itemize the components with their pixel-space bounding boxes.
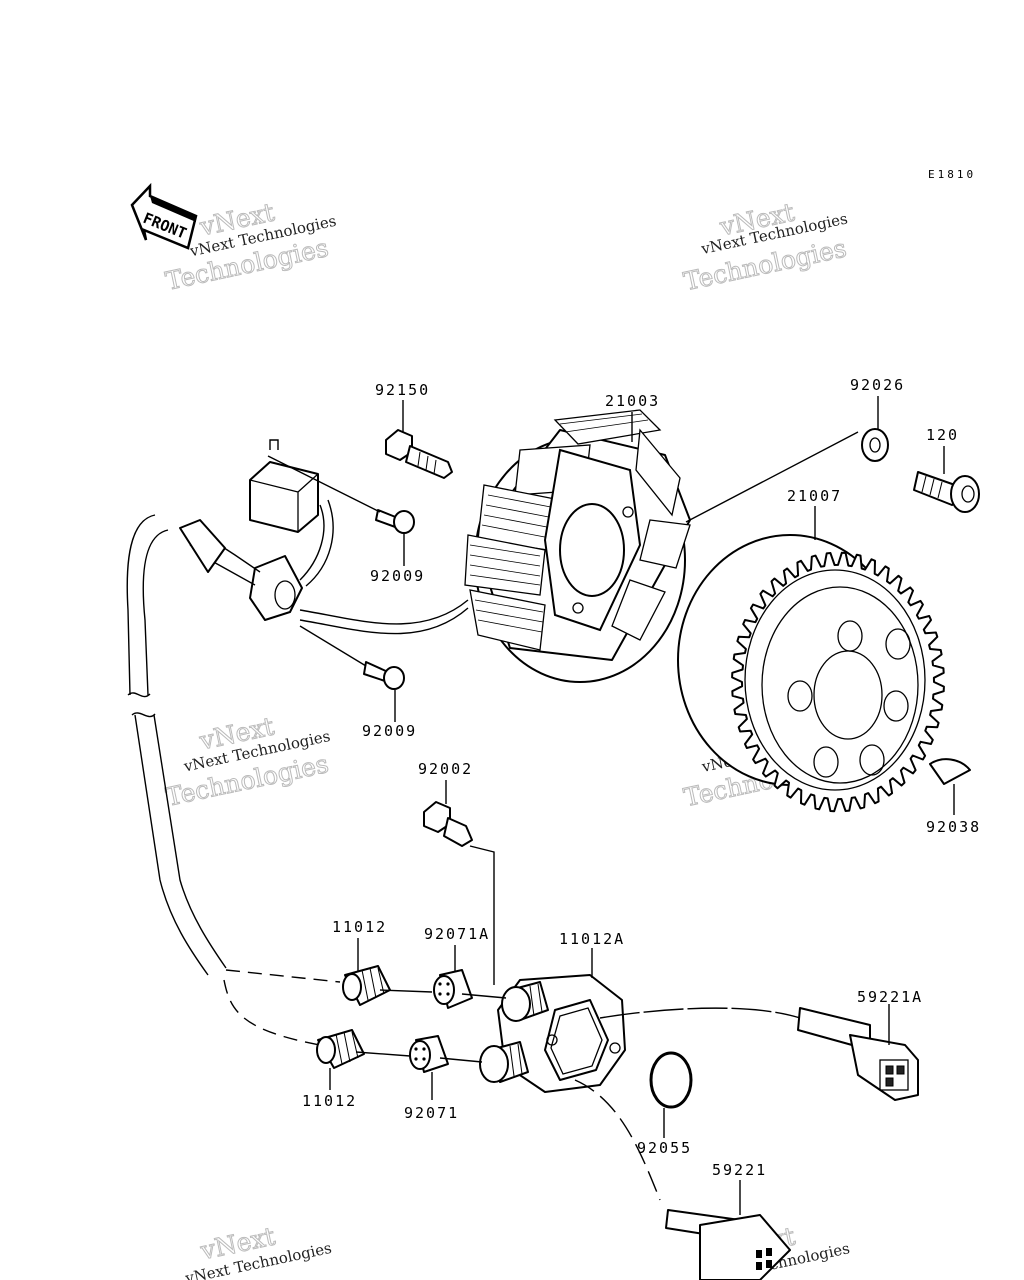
- part-labels: 92150 21003 92026 120 21007 92009 92009 …: [302, 376, 981, 1179]
- part-label-59221: 59221: [712, 1161, 767, 1179]
- rotor-21007[interactable]: [677, 534, 945, 813]
- bolt-92150[interactable]: [385, 429, 453, 479]
- part-label-21007: 21007: [787, 487, 842, 505]
- part-label-120: 120: [926, 426, 959, 444]
- part-label-11012-lower: 11012: [302, 1092, 357, 1110]
- part-label-92038: 92038: [926, 818, 981, 836]
- part-label-59221A: 59221A: [857, 988, 923, 1006]
- boot-11012-upper[interactable]: [342, 965, 391, 1006]
- screw-92009-lower[interactable]: [363, 661, 405, 690]
- part-label-11012-upper: 11012: [332, 918, 387, 936]
- bolt-92002[interactable]: [423, 801, 473, 847]
- connector-housing-11012A[interactable]: [479, 974, 626, 1093]
- part-label-92150: 92150: [375, 381, 430, 399]
- part-label-92055: 92055: [637, 1139, 692, 1157]
- diagram-code: E1810: [928, 168, 976, 181]
- part-label-92026: 92026: [850, 376, 905, 394]
- part-label-92071A: 92071A: [424, 925, 490, 943]
- o-ring-92055[interactable]: [649, 1051, 693, 1109]
- boot-11012-lower[interactable]: [316, 1029, 365, 1069]
- stator-wiring: [126, 439, 469, 1046]
- front-arrow-icon: FRONT: [130, 182, 198, 250]
- part-label-21003: 21003: [605, 392, 660, 410]
- coupler-59221A[interactable]: [797, 1007, 919, 1101]
- key-92038[interactable]: [929, 758, 971, 785]
- part-label-92009-upper: 92009: [370, 567, 425, 585]
- washer-92026[interactable]: [861, 428, 889, 462]
- socket-92071A[interactable]: [433, 969, 473, 1009]
- leader-lines: [267, 396, 955, 1215]
- bolt-120[interactable]: [913, 471, 980, 513]
- stator-21003[interactable]: [464, 409, 691, 683]
- screw-92009-upper[interactable]: [375, 509, 415, 534]
- part-label-92071: 92071: [404, 1104, 459, 1122]
- part-label-92002: 92002: [418, 760, 473, 778]
- part-label-11012A: 11012A: [559, 930, 625, 948]
- socket-92071[interactable]: [409, 1035, 449, 1073]
- coupler-wiring: [355, 989, 801, 1201]
- coupler-59221[interactable]: [665, 1209, 791, 1280]
- part-label-92009-lower: 92009: [362, 722, 417, 740]
